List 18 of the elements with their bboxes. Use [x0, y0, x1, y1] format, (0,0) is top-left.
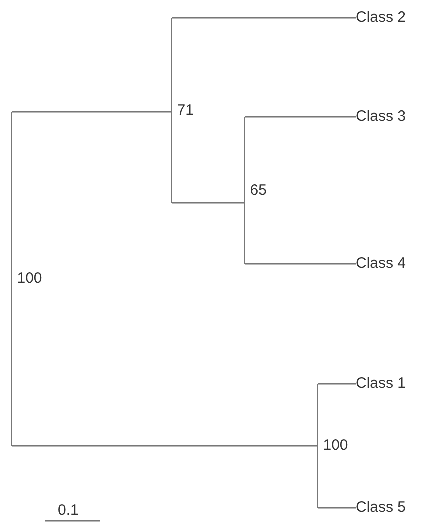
- support-value: 100: [17, 270, 42, 288]
- tree-branch: [12, 111, 172, 113]
- support-value: 71: [177, 102, 194, 120]
- taxon-label: Class 5: [356, 499, 406, 517]
- taxon-label: Class 2: [356, 9, 406, 27]
- tree-branch: [318, 383, 356, 385]
- scale-value: 0.1: [58, 502, 79, 520]
- tree-branch: [318, 507, 356, 509]
- taxon-label: Class 4: [356, 255, 406, 273]
- tree-branch: [12, 445, 318, 447]
- tree-branch: [245, 263, 356, 265]
- tree-branch: [172, 17, 356, 19]
- tree-branch: [245, 116, 356, 118]
- tree-branch: [172, 202, 245, 204]
- support-value: 65: [250, 182, 267, 200]
- taxon-label: Class 3: [356, 108, 406, 126]
- taxon-label: Class 1: [356, 375, 406, 393]
- support-value: 100: [323, 437, 348, 455]
